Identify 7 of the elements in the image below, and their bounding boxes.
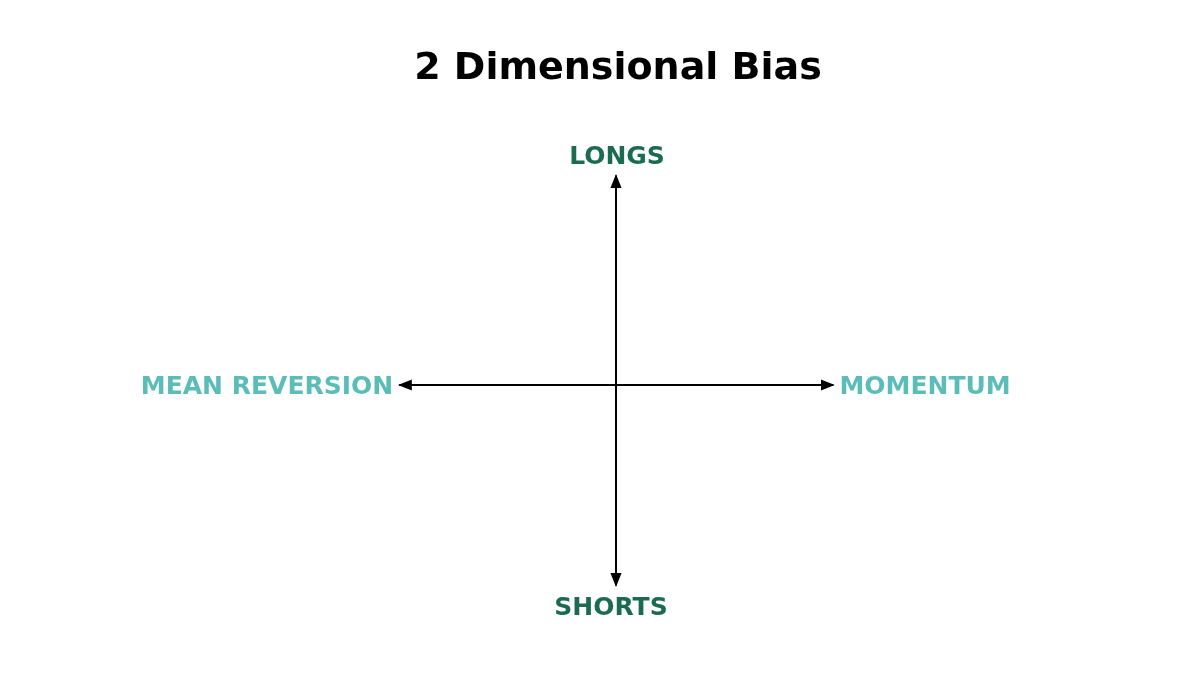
double-headed-arrow xyxy=(397,379,835,391)
diagram-title: 2 Dimensional Bias xyxy=(413,44,823,88)
axis-end-label: LONGS xyxy=(569,140,665,170)
double-headed-arrow xyxy=(610,174,622,587)
axis-end-label: MOMENTUM xyxy=(839,370,1011,400)
axis-end-label: MEAN REVERSION xyxy=(140,370,394,400)
axis-end-label: SHORTS xyxy=(554,591,668,621)
